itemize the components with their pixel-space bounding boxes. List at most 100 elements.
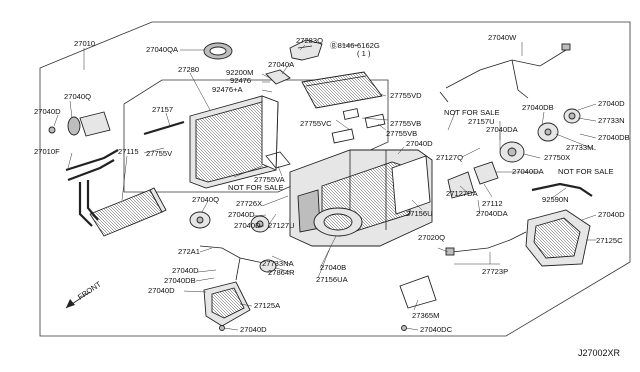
part-seal-27755VC-2 [364,113,386,129]
label-27040DA-2: 27040DA [512,167,545,176]
label-08146-6162G: Ⓑ8146-6162G [330,41,380,50]
label-27156U: 27156U [406,209,433,218]
label-27040DA-1: 27040DA [486,125,519,134]
part-seal-27755VC-1 [331,128,355,144]
label-27040D-mid: 27040D [406,139,433,148]
label-27365M: 27365M [412,311,439,320]
part-screw-27040DC [401,325,407,331]
label-27750X: 27750X [544,153,570,162]
label-27125A: 27125A [254,301,281,310]
part-27040A-bracket [265,69,291,85]
label-27755VD: 27755VD [390,91,422,100]
label-27040DB-r2: 27040DB [598,133,630,142]
label-not-for-sale-1: NOT FOR SALE [444,108,500,117]
label-27040D-bottom: 27040D [240,325,267,334]
part-actuator-27750X [499,141,525,163]
label-27755VB-1: 27755VB [390,119,421,128]
label-27723P: 27723P [482,267,508,276]
label-27040D-top: 27040D [34,107,61,116]
label-27733NA: 27733NA [262,259,295,268]
label-27040Q-left: 27040Q [192,195,219,204]
label-92476: 92476 [230,76,251,85]
part-27864R [259,259,277,273]
part-harness-27040W [439,43,571,103]
label-27157: 27157 [152,105,173,114]
label-27733N: 27733N [598,116,625,125]
label-27040DA-3: 27040DA [476,209,509,218]
part-heater-pipes [65,149,119,227]
label-not-for-sale-2: NOT FOR SALE [558,167,614,176]
label-27280: 27280 [178,65,199,74]
part-link-27112 [447,171,475,199]
leader-lines [53,42,597,331]
label-27040A: 27040A [268,60,295,69]
label-27040DB-r1: 27040DB [522,103,554,112]
part-actuator-27127U [250,215,270,233]
label-92590N: 92590N [542,195,569,204]
part-motor-27040Q [189,211,211,229]
label-27157U: 27157U [468,117,495,126]
diagram-reference-code: J27002XR [578,348,621,358]
label-27010F: 27010F [34,147,60,156]
part-27283Q-bracket [289,39,323,61]
label-27127DA: 27127DA [446,189,479,198]
label-27040D-l1: 27040D [228,210,255,219]
front-arrow-icon [65,291,91,309]
part-blower-housing [313,207,363,237]
part-evaporator-27280 [189,95,279,189]
part-harness-27723P [445,231,527,256]
part-heater-core-27115 [89,187,167,237]
part-hose-92590N [531,182,593,197]
label-27283Q: 27283Q [296,36,323,45]
label-27733M: 27733M [566,143,593,152]
label-27755VB-2: 27755VB [386,129,417,138]
label-27726X: 27726X [236,199,262,208]
part-upper-duct-27755VD [301,71,383,109]
label-27040B: 27040B [320,263,346,272]
label-27112: 27112 [482,199,503,208]
label-27125C: 27125C [596,236,623,245]
part-harness-272A1 [199,245,269,281]
label-92476A: 92476+A [212,85,244,94]
part-gasket-27755VA [265,151,291,169]
label-27040D-r1: 27040D [598,99,625,108]
part-actuator-27733N [563,108,581,124]
part-duct-27125A [203,281,251,327]
label-27040QA: 27040QA [146,45,179,54]
label-08146-qty: ( 1 ) [357,49,371,58]
part-thermistor-27157 [143,120,185,136]
label-27156UA: 27156UA [316,275,349,284]
label-27040Q-top: 27040Q [64,92,91,101]
part-duct-27125C [525,209,591,267]
label-not-for-sale-3: NOT FOR SALE [228,183,284,192]
part-heater-unit-main [289,149,433,247]
label-27755VC: 27755VC [300,119,332,128]
label-27040W: 27040W [488,33,517,42]
label-27127Q: 27127Q [436,153,463,162]
label-27040D-r3: 27040D [598,210,625,219]
label-27040DB-left: 27040DB [164,276,196,285]
label-27040D-l3: 27040D [172,266,199,275]
label-27755V: 27755V [146,149,173,158]
part-actuator-27733M [537,122,559,142]
label-27127U: 27127U [268,221,295,230]
label-92200M: 92200M [226,68,253,77]
part-screw-27040D-tl [48,126,56,134]
label-27864R: 27864R [268,268,295,277]
label-27755VA: 27755VA [254,175,286,184]
label-front: FRONT [76,279,103,301]
label-272A1: 272A1 [178,247,200,256]
label-27115: 27115 [118,147,139,156]
part-pad-27365M [399,275,437,309]
part-screw-27040D-bot [219,325,225,331]
label-27040DC: 27040DC [420,325,453,334]
label-27020Q: 27020Q [418,233,445,242]
label-27040D-l4: 27040D [148,286,175,295]
label-27010: 27010 [74,39,95,48]
label-27040D-l2: 27040D [234,221,261,230]
part-seal-27755VB [342,108,360,120]
part-27040Q-clamp [67,111,111,137]
subassembly-frame-27280 [123,79,389,193]
